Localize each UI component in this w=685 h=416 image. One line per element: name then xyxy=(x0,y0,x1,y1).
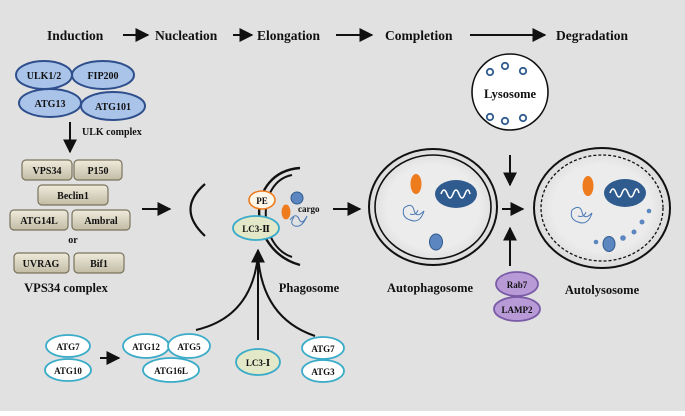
engulfed-vesicle xyxy=(429,233,443,251)
enzyme-dot xyxy=(593,239,599,245)
bif1-box xyxy=(73,252,125,274)
atg16l-node xyxy=(142,357,200,383)
bif1-box-label: Bif1 xyxy=(90,259,108,270)
p150-box-label: P150 xyxy=(87,166,108,177)
atg101-label: ATG101 xyxy=(95,102,131,113)
lc3-i-node xyxy=(235,348,281,376)
cargo-blue-vesicle xyxy=(290,191,304,205)
lc3-i-label: LC3-Ⅰ xyxy=(246,358,270,368)
atg5-label: ATG5 xyxy=(177,342,201,352)
atg7-e1-e2-label: ATG7 xyxy=(311,344,335,354)
vps34-complex: VPS34 P150 Beclin1 ATG14L Ambral or UVRA… xyxy=(9,159,131,295)
phagophore-inner-membrane xyxy=(264,174,293,258)
atg7-e1-e2-node xyxy=(301,336,345,360)
lysosome-label: Lysosome xyxy=(484,87,537,101)
lamp2-node xyxy=(493,296,541,322)
cargo-label: cargo xyxy=(298,204,320,214)
atg5-node xyxy=(167,333,211,359)
lysosome-enzyme-dot xyxy=(518,113,528,123)
lysosome-enzyme-dot xyxy=(518,66,528,76)
enzyme-dot xyxy=(639,219,645,225)
autophagosome-outer-membrane xyxy=(368,148,498,266)
stage-degradation: Degradation xyxy=(556,28,628,43)
atg3-label: ATG3 xyxy=(311,367,335,377)
lysosome-enzyme-dot xyxy=(485,112,495,122)
phagophore: PE LC3-Ⅱ cargo Phagosome xyxy=(189,166,340,295)
autolysosome-label: Autolysosome xyxy=(565,283,640,297)
phagophore-membrane xyxy=(189,183,206,237)
lamp2-label: LAMP2 xyxy=(502,305,533,315)
degrading-protein-squiggle xyxy=(570,206,593,224)
atg7-e1-label: ATG7 xyxy=(56,342,80,352)
lysosome-enzyme-dot xyxy=(485,67,495,77)
atg16l-label: ATG16L xyxy=(154,366,188,376)
fusion-proteins: Rab7 LAMP2 xyxy=(493,226,541,322)
uvrag-box-label: UVRAG xyxy=(23,259,60,270)
enzyme-dot xyxy=(646,208,652,214)
atg12-complex-join-line xyxy=(195,254,259,331)
ulk-complex-label: ULK complex xyxy=(82,127,142,138)
fip200-label: FIP200 xyxy=(87,71,118,82)
vps34-complex-label: VPS34 complex xyxy=(24,281,108,295)
ulk12-label: ULK1/2 xyxy=(27,71,61,82)
engulfed-cargo-particle xyxy=(410,174,422,194)
ambral-box-label: Ambral xyxy=(84,216,118,227)
enzyme-dot xyxy=(631,229,637,235)
phagosome-label: Phagosome xyxy=(279,281,340,295)
atg7-e1-node xyxy=(45,334,91,358)
stage-header: Induction Nucleation Elongation Completi… xyxy=(47,28,628,43)
engulfed-protein-squiggle xyxy=(402,204,425,222)
stage-elongation: Elongation xyxy=(257,28,321,43)
lc3-ii-node xyxy=(232,215,280,241)
beclin1-box xyxy=(37,184,109,206)
atg14l-box-label: ATG14L xyxy=(20,216,58,227)
stage-nucleation: Nucleation xyxy=(155,28,218,43)
degrading-vesicle xyxy=(602,236,616,252)
lc3-ii-label: LC3-Ⅱ xyxy=(242,224,270,234)
ulk-complex: ULK1/2 FIP200 ATG13 ATG101 ULK complex xyxy=(15,60,146,154)
p150-box xyxy=(73,159,123,181)
degrading-cargo-particle xyxy=(582,176,594,196)
mitochondrion-icon xyxy=(435,180,477,208)
stage-induction: Induction xyxy=(47,28,104,43)
enzyme-dot xyxy=(620,235,626,241)
autophagosome-inner-membrane xyxy=(374,154,492,260)
beclin1-box-label: Beclin1 xyxy=(57,191,89,202)
autophagosome: Autophagosome xyxy=(368,148,498,295)
stage-completion: Completion xyxy=(385,28,453,43)
atg101-node xyxy=(80,91,146,121)
cargo-orange-particle xyxy=(281,204,291,220)
atg12-label: ATG12 xyxy=(132,342,160,352)
vps34-box-label: VPS34 xyxy=(33,166,62,177)
fip200-node xyxy=(71,60,135,90)
autolysosome-inner-membrane xyxy=(540,154,664,262)
lysosome-enzyme-dot xyxy=(500,116,510,126)
mitochondrion-icon xyxy=(604,179,646,207)
or-label: or xyxy=(68,235,78,246)
ambral-box xyxy=(71,209,131,231)
autolysosome-outer-membrane xyxy=(533,147,671,269)
pe-node xyxy=(248,190,276,210)
atg3-join-line xyxy=(257,254,316,337)
phagophore-outer-membrane xyxy=(257,166,301,267)
atg10-label: ATG10 xyxy=(54,366,82,376)
pe-label: PE xyxy=(256,196,268,206)
lysosome-enzyme-dot xyxy=(500,61,510,71)
lc3-conjugation-system: ATG7 ATG10 ATG12 ATG5 ATG16L LC3-Ⅰ ATG7 … xyxy=(44,248,345,383)
uvrag-box xyxy=(13,252,70,274)
rab7-node xyxy=(495,271,539,297)
rab7-label: Rab7 xyxy=(507,280,528,290)
vps34-box xyxy=(21,159,73,181)
autolysosome: Autolysosome xyxy=(533,147,671,297)
autophagosome-label: Autophagosome xyxy=(387,281,474,295)
atg10-node xyxy=(44,358,92,382)
atg14l-box xyxy=(9,209,69,231)
atg3-node xyxy=(301,359,345,383)
atg13-label: ATG13 xyxy=(35,99,66,110)
lysosome: Lysosome xyxy=(471,53,549,187)
cargo-protein-squiggle xyxy=(289,215,308,227)
